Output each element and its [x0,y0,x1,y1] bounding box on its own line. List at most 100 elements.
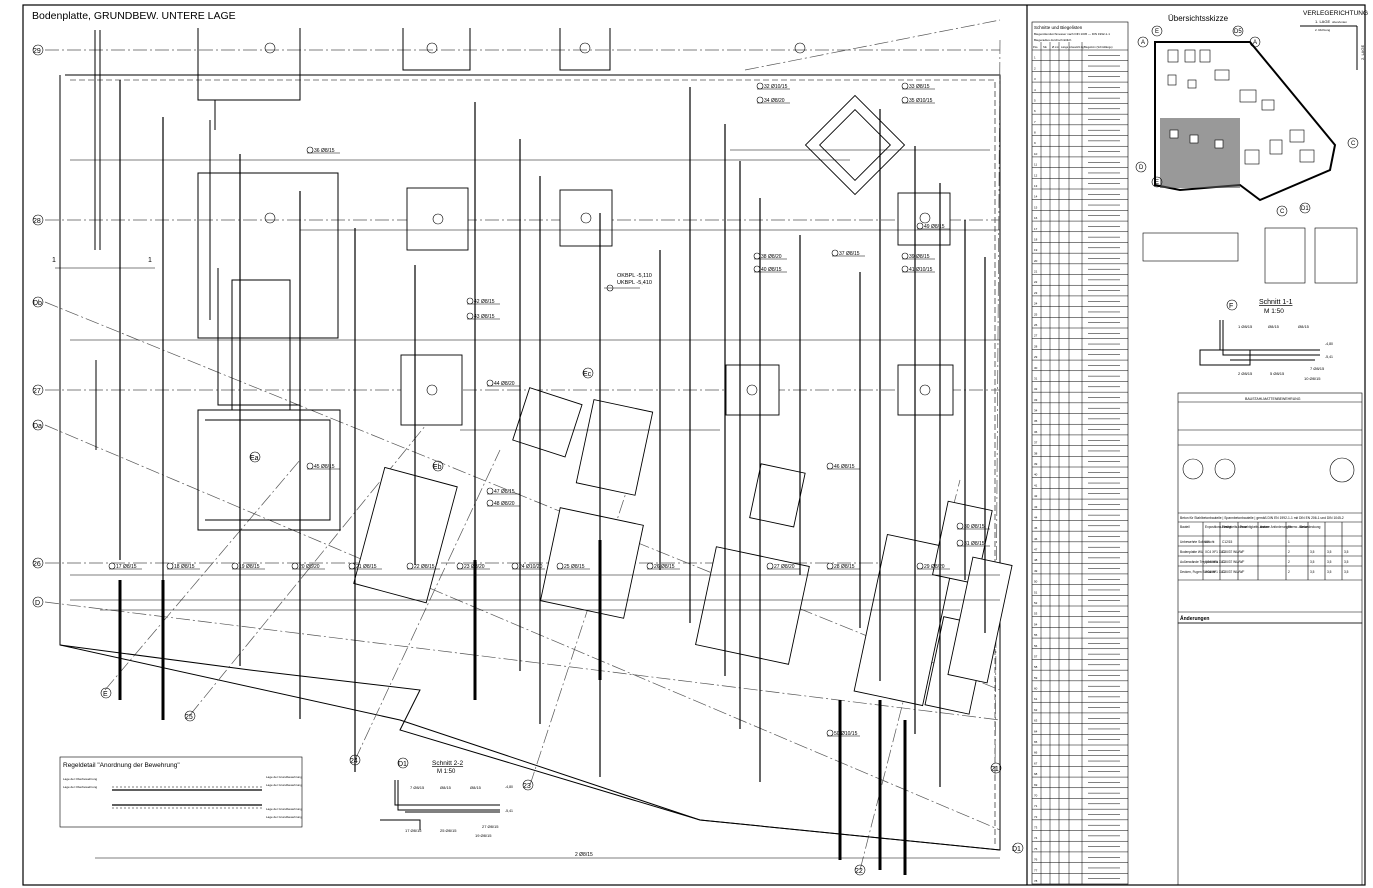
axis-Eb: Eb [433,464,442,471]
schedule-row-pos: 77 [1034,868,1038,872]
concrete-cell: Decken, Fugen Schächte [1180,570,1216,574]
section-1-1: F Schnitt 1-1 M 1:50 -4,80 -5,41 1 Ø8/15… [1199,299,1333,381]
rebar-label: 1 Ø8/15 [1238,324,1253,329]
axis-label: C [1280,209,1285,215]
section-mark-right: 1 [148,257,152,264]
schedule-row-pos: 56 [1034,644,1038,648]
concrete-col-header: Feuchtigkeits-klasse [1240,525,1269,529]
schedule-row-pos: 19 [1034,248,1038,252]
schedule-row-pos: 65 [1034,740,1038,744]
drawing-title: Bodenplatte, GRUNDBEW. UNTERE LAGE [32,10,236,22]
level-top: -4,80 [505,785,513,789]
concrete-cell: 2 [1288,560,1290,564]
schedule-row-pos: 7 [1034,120,1036,124]
section-marker-1-1: 1 1 [52,257,155,269]
plate-outline [59,74,1001,851]
schedule-row-pos: 59 [1034,676,1038,680]
axis-Ea: Ea [250,455,259,462]
concrete-col-header: Festigkeits-klasse [1222,525,1248,529]
position-marker [231,562,239,570]
level-top: -4,80 [1325,342,1333,346]
schedule-row-pos: 2 [1034,66,1036,70]
schedule-row-pos: 29 [1034,355,1038,359]
schedule-row-pos: 4 [1034,88,1036,92]
schedule-row-pos: 43 [1034,505,1038,509]
schedule-row-pos: 53 [1034,612,1038,616]
rebar-label: 46 Ø8/15 [834,464,855,470]
schedule-row-pos: 44 [1034,515,1038,519]
concrete-cell: XC4 XF1 XA1 [1205,560,1225,564]
schedule-row-pos: 22 [1034,280,1038,284]
rebar-label: 22 Ø8/15 [414,564,435,570]
schedule-row-pos: 76 [1034,858,1038,862]
concrete-cell: Außenwände Treppenhaus [1180,560,1219,564]
schedule-row-pos: 70 [1034,793,1038,797]
concrete-cell: 3,5 [1344,550,1349,554]
concrete-col-header: Bauteil [1180,525,1190,529]
note: Lage der Grundbewehrung [266,775,302,779]
position-marker [753,265,761,273]
schedule-row-pos: 55 [1034,633,1038,637]
schedule-row-pos: 48 [1034,558,1038,562]
section-2-2: D1 Schnitt 2-2 M 1:50 -4,80 -5,41 7 Ø8/1… [380,757,513,838]
section-scale: M 1:50 [1264,308,1284,315]
bottom-bar-label: 2 Ø8/15 [575,852,593,858]
concrete-cell: 1 [1288,540,1290,544]
rebar-label: 25 Ø8/15 [440,828,457,833]
concrete-cell: C12/15 [1222,540,1233,544]
schedule-row-pos: 11 [1034,163,1037,167]
axis-labels: 29 28 27 26 D Db Da E 25 24 23 22 21 D1 … [32,44,1024,876]
axis-26: 26 [33,561,41,568]
schedule-row-pos: 72 [1034,815,1038,819]
position-marker [466,312,474,320]
position-marker [306,462,314,470]
level-annotation: OKBPL -5,110 UKBPL -5,410 [604,273,652,292]
rebar-label: 23 Ø8/20 [464,564,485,570]
schedule-row-pos: 27 [1034,334,1038,338]
schedule-row-pos: 31 [1034,376,1038,380]
rebar-label: 36 Ø8/15 [314,148,335,154]
rebar-label: 25 Ø8/15 [564,564,585,570]
schedule-subtitle: Biegerollendurchmesser nach DIN 1045 — D… [1034,32,1110,36]
schedule-row-pos: 12 [1034,173,1038,177]
schedule-row-pos: 36 [1034,430,1038,434]
position-marker [826,462,834,470]
schedule-title: Schnitte und Biegelisten [1034,25,1083,30]
schedule-row-pos: 34 [1034,409,1038,413]
plan-view: 29 28 27 26 D Db Da E 25 24 23 22 21 D1 … [32,19,1024,876]
axis-label: F [1229,303,1233,310]
position-marker [486,487,494,495]
schedule-row-pos: 39 [1034,462,1038,466]
axis-label: D1 [1301,206,1309,212]
schedule-row-pos: 9 [1034,141,1036,145]
rebar-label: 40 Ø8/15 [761,267,782,273]
schedule-row-pos: 38 [1034,451,1038,455]
schedule-row-pos: 75 [1034,847,1038,851]
concrete-cell: 3,5 [1327,560,1332,564]
changes-label: Änderungen [1180,615,1209,622]
axis-D1: D1 [1012,846,1021,853]
rebar-label: 47 Ø8/15 [494,489,515,495]
axis-Ec: Ec [583,371,592,378]
rebar-label: 43 Ø8/15 [474,314,495,320]
schedule-row-pos: 23 [1034,291,1038,295]
axis-Db: Db [33,300,42,307]
schedule-row-pos: 52 [1034,601,1038,605]
schedule-row-pos: 24 [1034,302,1038,306]
axis-23: 23 [523,783,531,790]
note: Lage der Grundbewehrung [266,807,302,811]
axis-D: D [35,600,40,607]
rebar-label: 37 Ø8/15 [839,251,860,257]
rebar-label: 29 Ø8/20 [924,564,945,570]
concrete-col-header: andere Anforderungen [1260,525,1292,529]
schedule-row-pos: 66 [1034,751,1038,755]
axis-21: 21 [991,766,999,773]
direction-title: VERLEGERICHTUNG [1303,10,1368,17]
walls [59,28,1001,851]
position-marker [348,562,356,570]
schedule-row-pos: 61 [1034,697,1038,701]
schedule-row-pos: 20 [1034,259,1038,263]
schedule-row-pos: 57 [1034,654,1038,658]
axis-label: D1 [398,761,407,768]
schedule-row-pos: 30 [1034,366,1038,370]
